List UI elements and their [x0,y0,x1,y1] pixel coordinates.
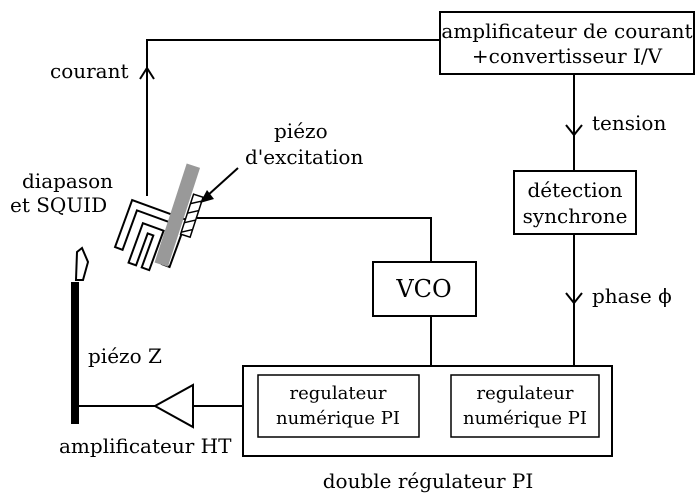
block-double-regulateur: regulateur numérique PI regulateur numér… [242,365,613,457]
regulateur-right-box [450,374,600,438]
connections [76,39,575,407]
label-diapason-line-2: et SQUID [10,193,107,217]
arrow-phase [565,292,583,305]
regulateur-left-box [257,374,420,438]
regulateur-left-line-1: regulateur [290,383,387,404]
piezo-z-bar [71,282,79,424]
hatch-1 [190,200,203,205]
block-vco: VCO [372,261,477,317]
pointer-piezo-excitation [206,167,239,197]
label-piezo-excitation-line-1: piézo [274,119,328,143]
hatch-2 [187,209,199,214]
piezo-excitation-element [179,193,205,239]
block-amplificateur-courant: amplificateur de courant +convertisseur … [439,11,695,75]
regulateur-right-line-2: numérique PI [463,408,587,429]
hatch-3 [184,219,196,224]
arrow-courant [139,66,155,80]
detection-line-2: synchrone [523,204,628,228]
wire-excitation [197,217,432,262]
arrow-tension [565,124,583,137]
amplificateur-courant-line-1: amplificateur de courant [441,19,692,43]
label-amplificateur-ht: amplificateur HT [59,434,232,458]
amplificateur-courant-line-2: +convertisseur I/V [472,44,663,68]
detection-box [513,170,637,235]
piezo-excitation-plate [154,163,201,267]
pointer-piezo-excitation-head [200,190,214,203]
vco-label: VCO [395,275,451,303]
label-tension: tension [592,111,666,135]
amplificateur-courant-box [439,11,695,75]
block-detection-synchrone: détection synchrone [513,170,637,235]
hatch-4 [181,228,193,233]
label-piezo-excitation-line-2: d'excitation [245,145,363,169]
double-regulateur-caption: double régulateur PI [323,469,534,493]
diapason-fork-inner [127,221,165,272]
detection-line-1: détection [527,178,622,202]
wire-courant [146,39,440,196]
label-phase: phase ϕ [592,284,672,308]
label-diapason-line-1: diapason [22,169,113,193]
tip [74,246,90,281]
piezo-excitation [154,163,205,267]
regulateur-right-line-1: regulateur [477,383,574,404]
amplificateur-ht-triangle [152,383,194,429]
label-courant: courant [50,59,129,83]
vco-box [372,261,477,317]
label-piezo-z: piézo Z [88,344,162,368]
regulateur-left-line-2: numérique PI [276,408,400,429]
